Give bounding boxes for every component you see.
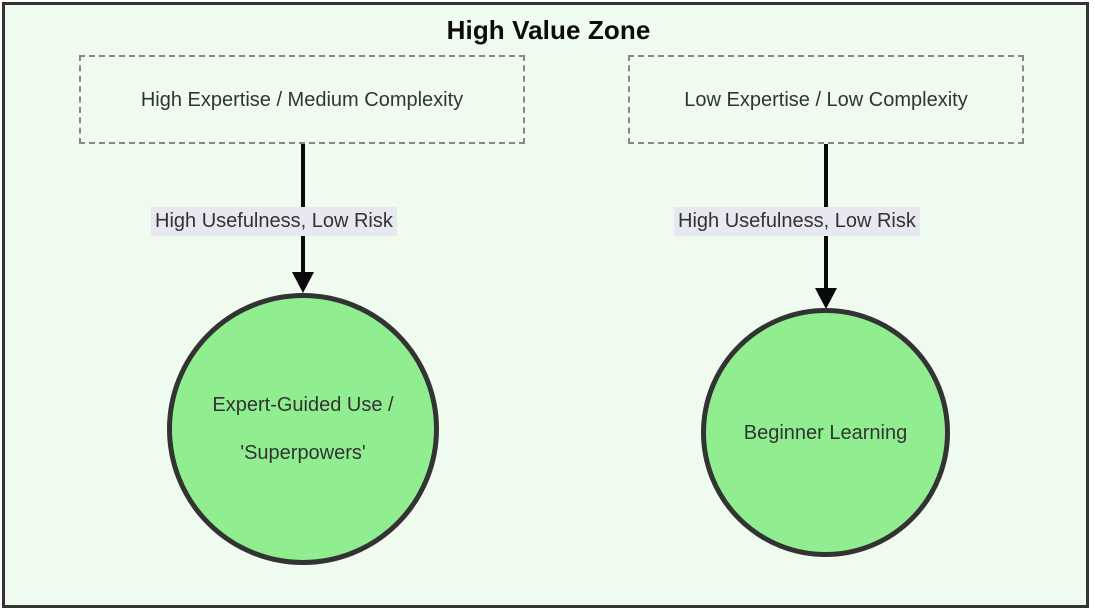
arrow-head-icon	[815, 288, 837, 309]
node-label-line-1: Beginner Learning	[743, 421, 908, 444]
edge-label-right: High Usefulness, Low Risk	[674, 207, 920, 236]
condition-label: High Expertise / Medium Complexity	[140, 88, 464, 111]
node-expert-guided-use[interactable]: Expert-Guided Use / 'Superpowers'	[167, 293, 439, 565]
condition-label: Low Expertise / Low Complexity	[684, 88, 968, 111]
condition-box-low-expertise[interactable]: Low Expertise / Low Complexity	[628, 55, 1024, 144]
arrow-head-icon	[292, 272, 314, 293]
node-label-line-1: Expert-Guided Use /	[212, 394, 394, 416]
node-beginner-learning[interactable]: Beginner Learning	[701, 308, 950, 557]
condition-box-high-expertise[interactable]: High Expertise / Medium Complexity	[79, 55, 525, 144]
page-title: High Value Zone	[446, 15, 651, 45]
node-label-line-2: 'Superpowers'	[240, 442, 366, 464]
high-value-zone-subgraph: High Value Zone High Expertise / Medium …	[2, 2, 1089, 608]
edge-label-left: High Usefulness, Low Risk	[151, 207, 397, 236]
